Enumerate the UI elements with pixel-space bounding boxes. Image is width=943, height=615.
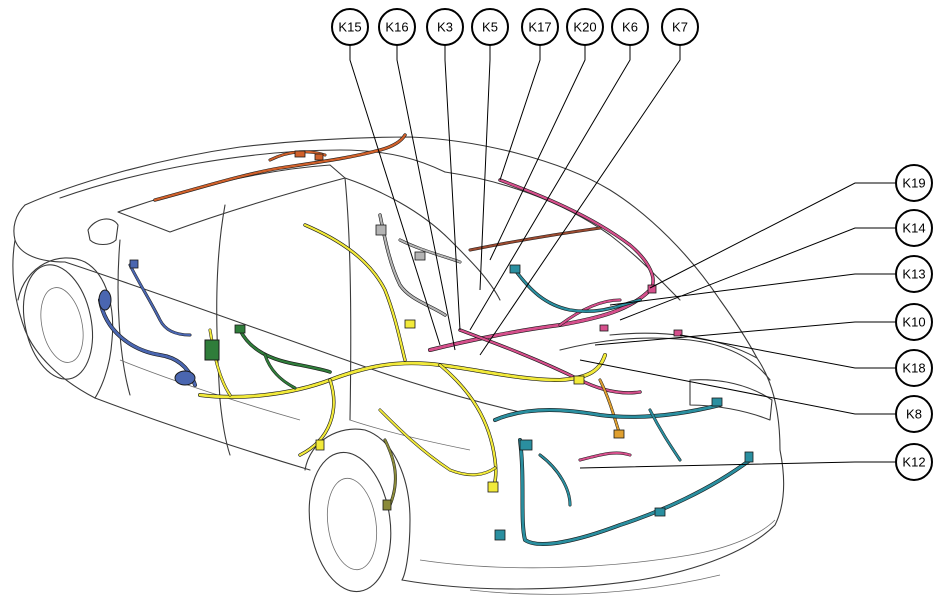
callout-k8-label: K8: [906, 407, 922, 422]
callout-k19: K19: [895, 164, 933, 202]
callout-leader-lines: [349, 45, 896, 469]
callout-k8: K8: [895, 395, 933, 433]
shelf-harness: [468, 226, 602, 252]
orange-trunk-harness: [598, 378, 625, 439]
teal-upper-harness: [509, 264, 642, 314]
callout-k14-label: K14: [902, 221, 925, 236]
callout-k3: K3: [426, 8, 464, 46]
callout-k3-label: K3: [437, 20, 453, 35]
callout-k17-label: K17: [528, 20, 551, 35]
callout-k18-label: K18: [902, 361, 925, 376]
callout-k5-label: K5: [482, 20, 498, 35]
callout-k10-label: K10: [902, 315, 925, 330]
callout-k20: K20: [566, 8, 604, 46]
roof-harness: [153, 133, 407, 202]
yellow-harness: [198, 223, 607, 493]
pink-harness: [428, 178, 683, 462]
callout-k14: K14: [895, 209, 933, 247]
callout-k12-label: K12: [902, 455, 925, 470]
olive-harness: [382, 438, 397, 511]
callout-k6: K6: [611, 8, 649, 46]
callout-k10: K10: [895, 303, 933, 341]
callout-k5: K5: [471, 8, 509, 46]
callout-k13: K13: [895, 255, 933, 293]
green-door-harness: [204, 324, 332, 390]
callout-k7: K7: [661, 8, 699, 46]
callout-k15: K15: [331, 8, 369, 46]
callout-k19-label: K19: [902, 176, 925, 191]
callout-k16-label: K16: [385, 20, 408, 35]
callout-k20-label: K20: [573, 20, 596, 35]
callout-k18: K18: [895, 349, 933, 387]
wiring-harnesses: [98, 133, 754, 547]
teal-lower-harness: [493, 397, 754, 547]
callout-k13-label: K13: [902, 267, 925, 282]
gray-harness: [375, 213, 462, 317]
car-body-outline: [12, 136, 785, 595]
blue-door-harness: [98, 259, 197, 387]
callout-k17: K17: [521, 8, 559, 46]
callout-badges: K15 K16 K3 K5 K17 K20 K6 K7: [331, 8, 933, 481]
callout-k12: K12: [895, 443, 933, 481]
callout-k7-label: K7: [672, 20, 688, 35]
callout-k6-label: K6: [622, 20, 638, 35]
callout-k15-label: K15: [338, 20, 361, 35]
callout-k16: K16: [378, 8, 416, 46]
